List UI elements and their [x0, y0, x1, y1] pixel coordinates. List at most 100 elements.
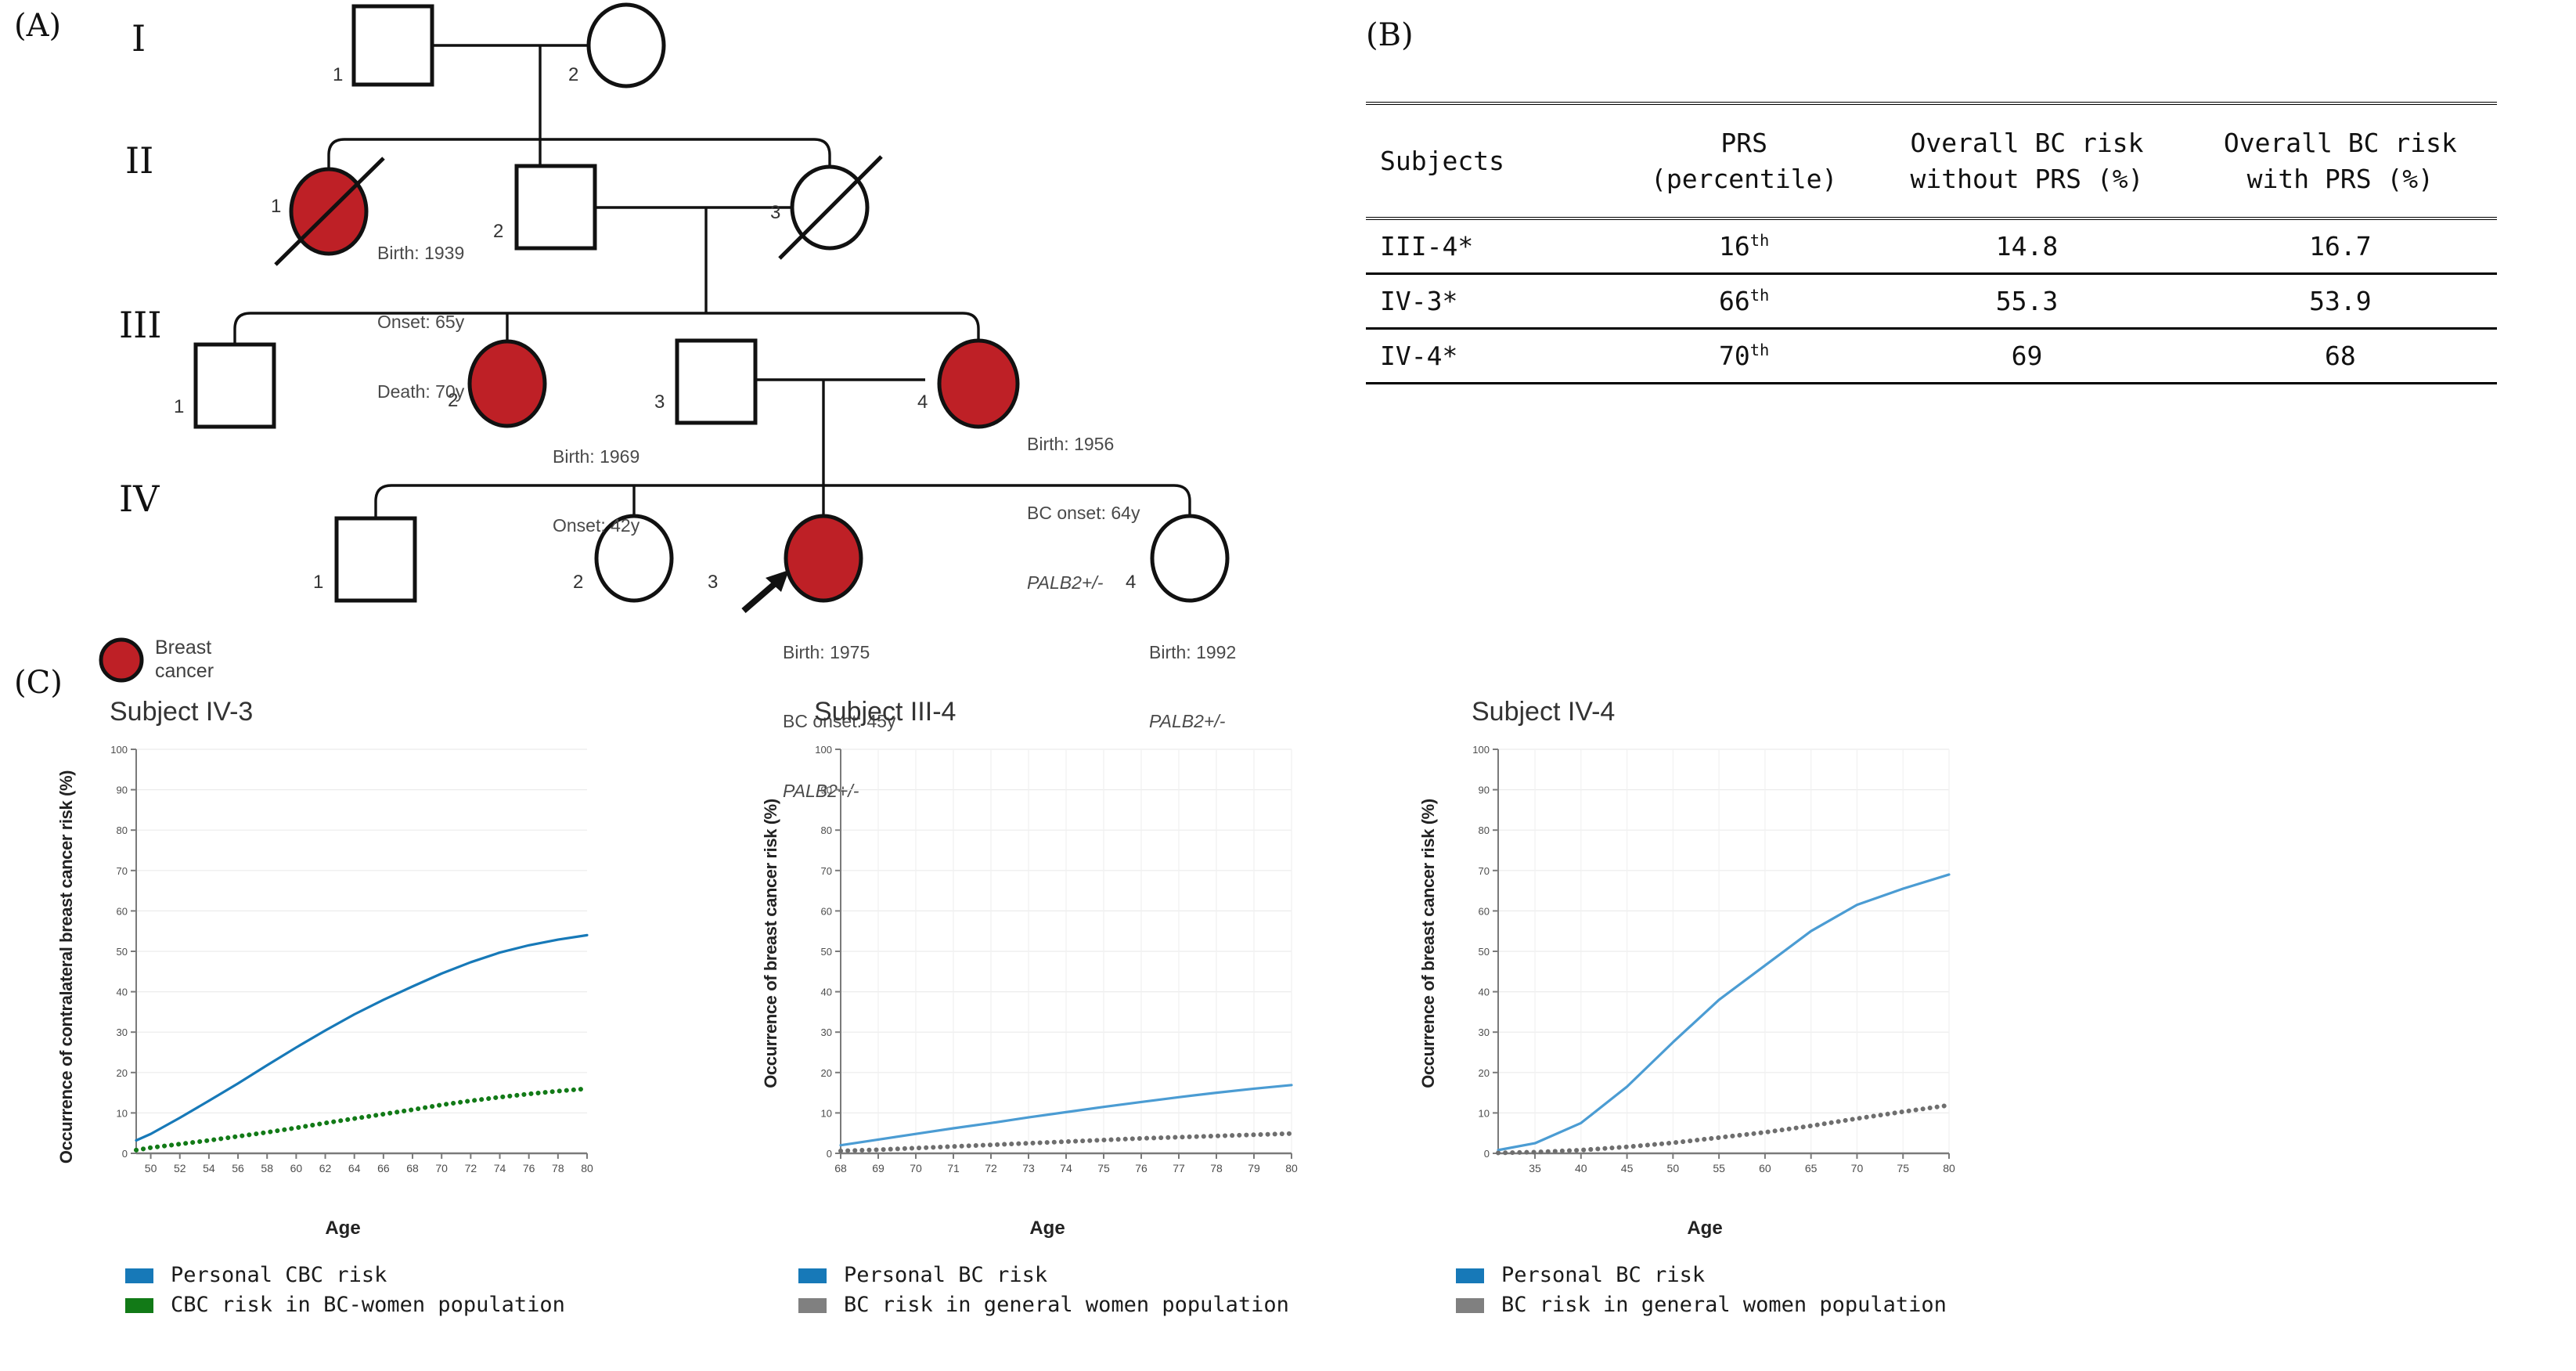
svg-text:68: 68 [406, 1162, 419, 1174]
table-header-row: Subjects PRS (percentile) Overall BC ris… [1366, 103, 2497, 218]
svg-text:72: 72 [465, 1162, 477, 1174]
chart-y-axis-label: Occurrence of contralateral breast cance… [56, 770, 76, 1164]
id-number-iii-4: 4 [917, 391, 928, 413]
id-number-iv-1: 1 [313, 572, 324, 593]
cell-without-prs: 69 [2011, 341, 2043, 372]
pedigree-symbol-iii-4 [937, 338, 1020, 429]
legend-label: Personal BC risk [1501, 1263, 1706, 1287]
pedigree-symbol-ii-2 [514, 164, 597, 251]
svg-text:75: 75 [1897, 1162, 1909, 1174]
chart-legend: Personal BC risk BC risk in general wome… [1456, 1261, 1947, 1321]
legend-line-1: Breast [155, 637, 212, 658]
svg-text:0: 0 [827, 1148, 832, 1160]
legend-swatch [798, 1268, 827, 1283]
key-affected-icon [99, 637, 144, 683]
svg-text:73: 73 [1022, 1162, 1035, 1174]
legend-label: CBC risk in BC-women population [171, 1293, 565, 1318]
pedigree-symbol-iv-1 [334, 516, 417, 603]
cell-with-prs: 16.7 [2309, 231, 2372, 262]
col-header-risk-without-prs: Overall BC risk without PRS (%) [1870, 103, 2183, 218]
id-number-ii-1: 1 [271, 196, 282, 217]
chart-legend: Personal CBC risk CBC risk in BC-women p… [125, 1261, 565, 1321]
svg-text:76: 76 [1135, 1162, 1147, 1174]
cell-without-prs: 55.3 [1995, 286, 2059, 317]
info-line: Onset: 42y [553, 515, 640, 536]
chart-title: Subject III-4 [814, 697, 957, 727]
legend-swatch [125, 1297, 153, 1313]
id-number-iii-3: 3 [654, 391, 665, 413]
info-iii-4: Birth: 1956 BC onset: 64y PALB2+/- [1027, 387, 1140, 640]
svg-text:50: 50 [117, 946, 128, 958]
legend-item: Personal CBC risk [125, 1261, 565, 1290]
chart-x-axis-label: Age [1029, 1218, 1065, 1239]
col-header-subjects: Subjects [1380, 145, 1504, 176]
svg-text:80: 80 [117, 824, 128, 836]
svg-text:80: 80 [1479, 824, 1490, 836]
chart-subject-iv-4: Subject IV-4 Occurrence of breast cancer… [1362, 677, 2192, 1371]
svg-text:65: 65 [1805, 1162, 1818, 1174]
svg-text:54: 54 [203, 1162, 215, 1174]
svg-text:62: 62 [319, 1162, 332, 1174]
legend-swatch [1456, 1297, 1484, 1313]
generation-label-i: I [132, 17, 146, 60]
legend-breast-cancer: Breast cancer [155, 636, 214, 683]
legend-label: BC risk in general women population [1501, 1293, 1947, 1318]
panel-a-pedigree: (A) I II III IV [0, 0, 1284, 801]
pedigree-symbol-iii-1 [193, 342, 276, 429]
legend-swatch [1456, 1268, 1484, 1283]
svg-text:60: 60 [1479, 905, 1490, 917]
svg-text:20: 20 [1479, 1067, 1490, 1079]
svg-text:70: 70 [910, 1162, 922, 1174]
chart-x-axis-label: Age [1687, 1218, 1723, 1239]
deceased-slash-ii-1 [274, 157, 385, 266]
svg-text:60: 60 [1759, 1162, 1771, 1174]
legend-label: Personal CBC risk [171, 1263, 387, 1287]
col-header-risk-with-prs: Overall BC risk with PRS (%) [2184, 103, 2497, 218]
info-line: Birth: 1975 [783, 641, 870, 662]
id-number-ii-2: 2 [493, 221, 504, 242]
id-number-iii-2: 2 [448, 390, 459, 411]
legend-label: BC risk in general women population [844, 1293, 1289, 1318]
col-header-prs: PRS (percentile) [1618, 103, 1870, 218]
svg-text:30: 30 [821, 1026, 832, 1038]
pedigree-symbol-iv-3 [784, 514, 863, 603]
svg-text:30: 30 [117, 1026, 128, 1038]
legend-item: CBC risk in BC-women population [125, 1290, 565, 1320]
pedigree-symbol-iv-4 [1150, 514, 1230, 603]
info-line: Birth: 1992 [1149, 641, 1237, 662]
generation-label-iv: IV [119, 478, 160, 520]
chart-title: Subject IV-3 [110, 697, 254, 727]
svg-text:77: 77 [1173, 1162, 1185, 1174]
panel-b-table: (B) Subjects PRS (percentile) Overall BC… [1366, 0, 2576, 501]
svg-text:40: 40 [821, 987, 832, 998]
legend-line-2: cancer [155, 660, 214, 682]
svg-text:90: 90 [1479, 785, 1490, 796]
info-ii-1: Birth: 1939 Onset: 65y Death: 70y [377, 196, 464, 449]
generation-label-iii: III [119, 304, 162, 346]
legend-swatch [125, 1268, 153, 1283]
svg-text:80: 80 [1943, 1162, 1955, 1174]
chart-x-axis-label: Age [325, 1218, 361, 1239]
svg-text:70: 70 [435, 1162, 448, 1174]
svg-text:40: 40 [1575, 1162, 1587, 1174]
pedigree-symbol-iv-2 [594, 514, 674, 603]
svg-text:20: 20 [821, 1067, 832, 1079]
svg-text:50: 50 [145, 1162, 157, 1174]
id-number-iv-3: 3 [708, 572, 719, 593]
prs-value: 16 [1719, 231, 1750, 262]
svg-text:68: 68 [834, 1162, 847, 1174]
id-number-iii-1: 1 [174, 396, 185, 417]
svg-text:20: 20 [117, 1067, 128, 1079]
svg-text:100: 100 [815, 744, 832, 756]
svg-text:70: 70 [1851, 1162, 1864, 1174]
svg-text:10: 10 [821, 1107, 832, 1119]
col-header-line: PRS [1720, 128, 1767, 158]
info-iv-4: Birth: 1992 PALB2+/- [1149, 595, 1236, 780]
pedigree-symbol-i-2 [586, 2, 666, 88]
svg-text:10: 10 [1479, 1107, 1490, 1119]
panel-c-label: (C) [14, 665, 63, 701]
pedigree-diagram [99, 2, 1230, 683]
col-header-line: without PRS (%) [1910, 163, 2144, 194]
